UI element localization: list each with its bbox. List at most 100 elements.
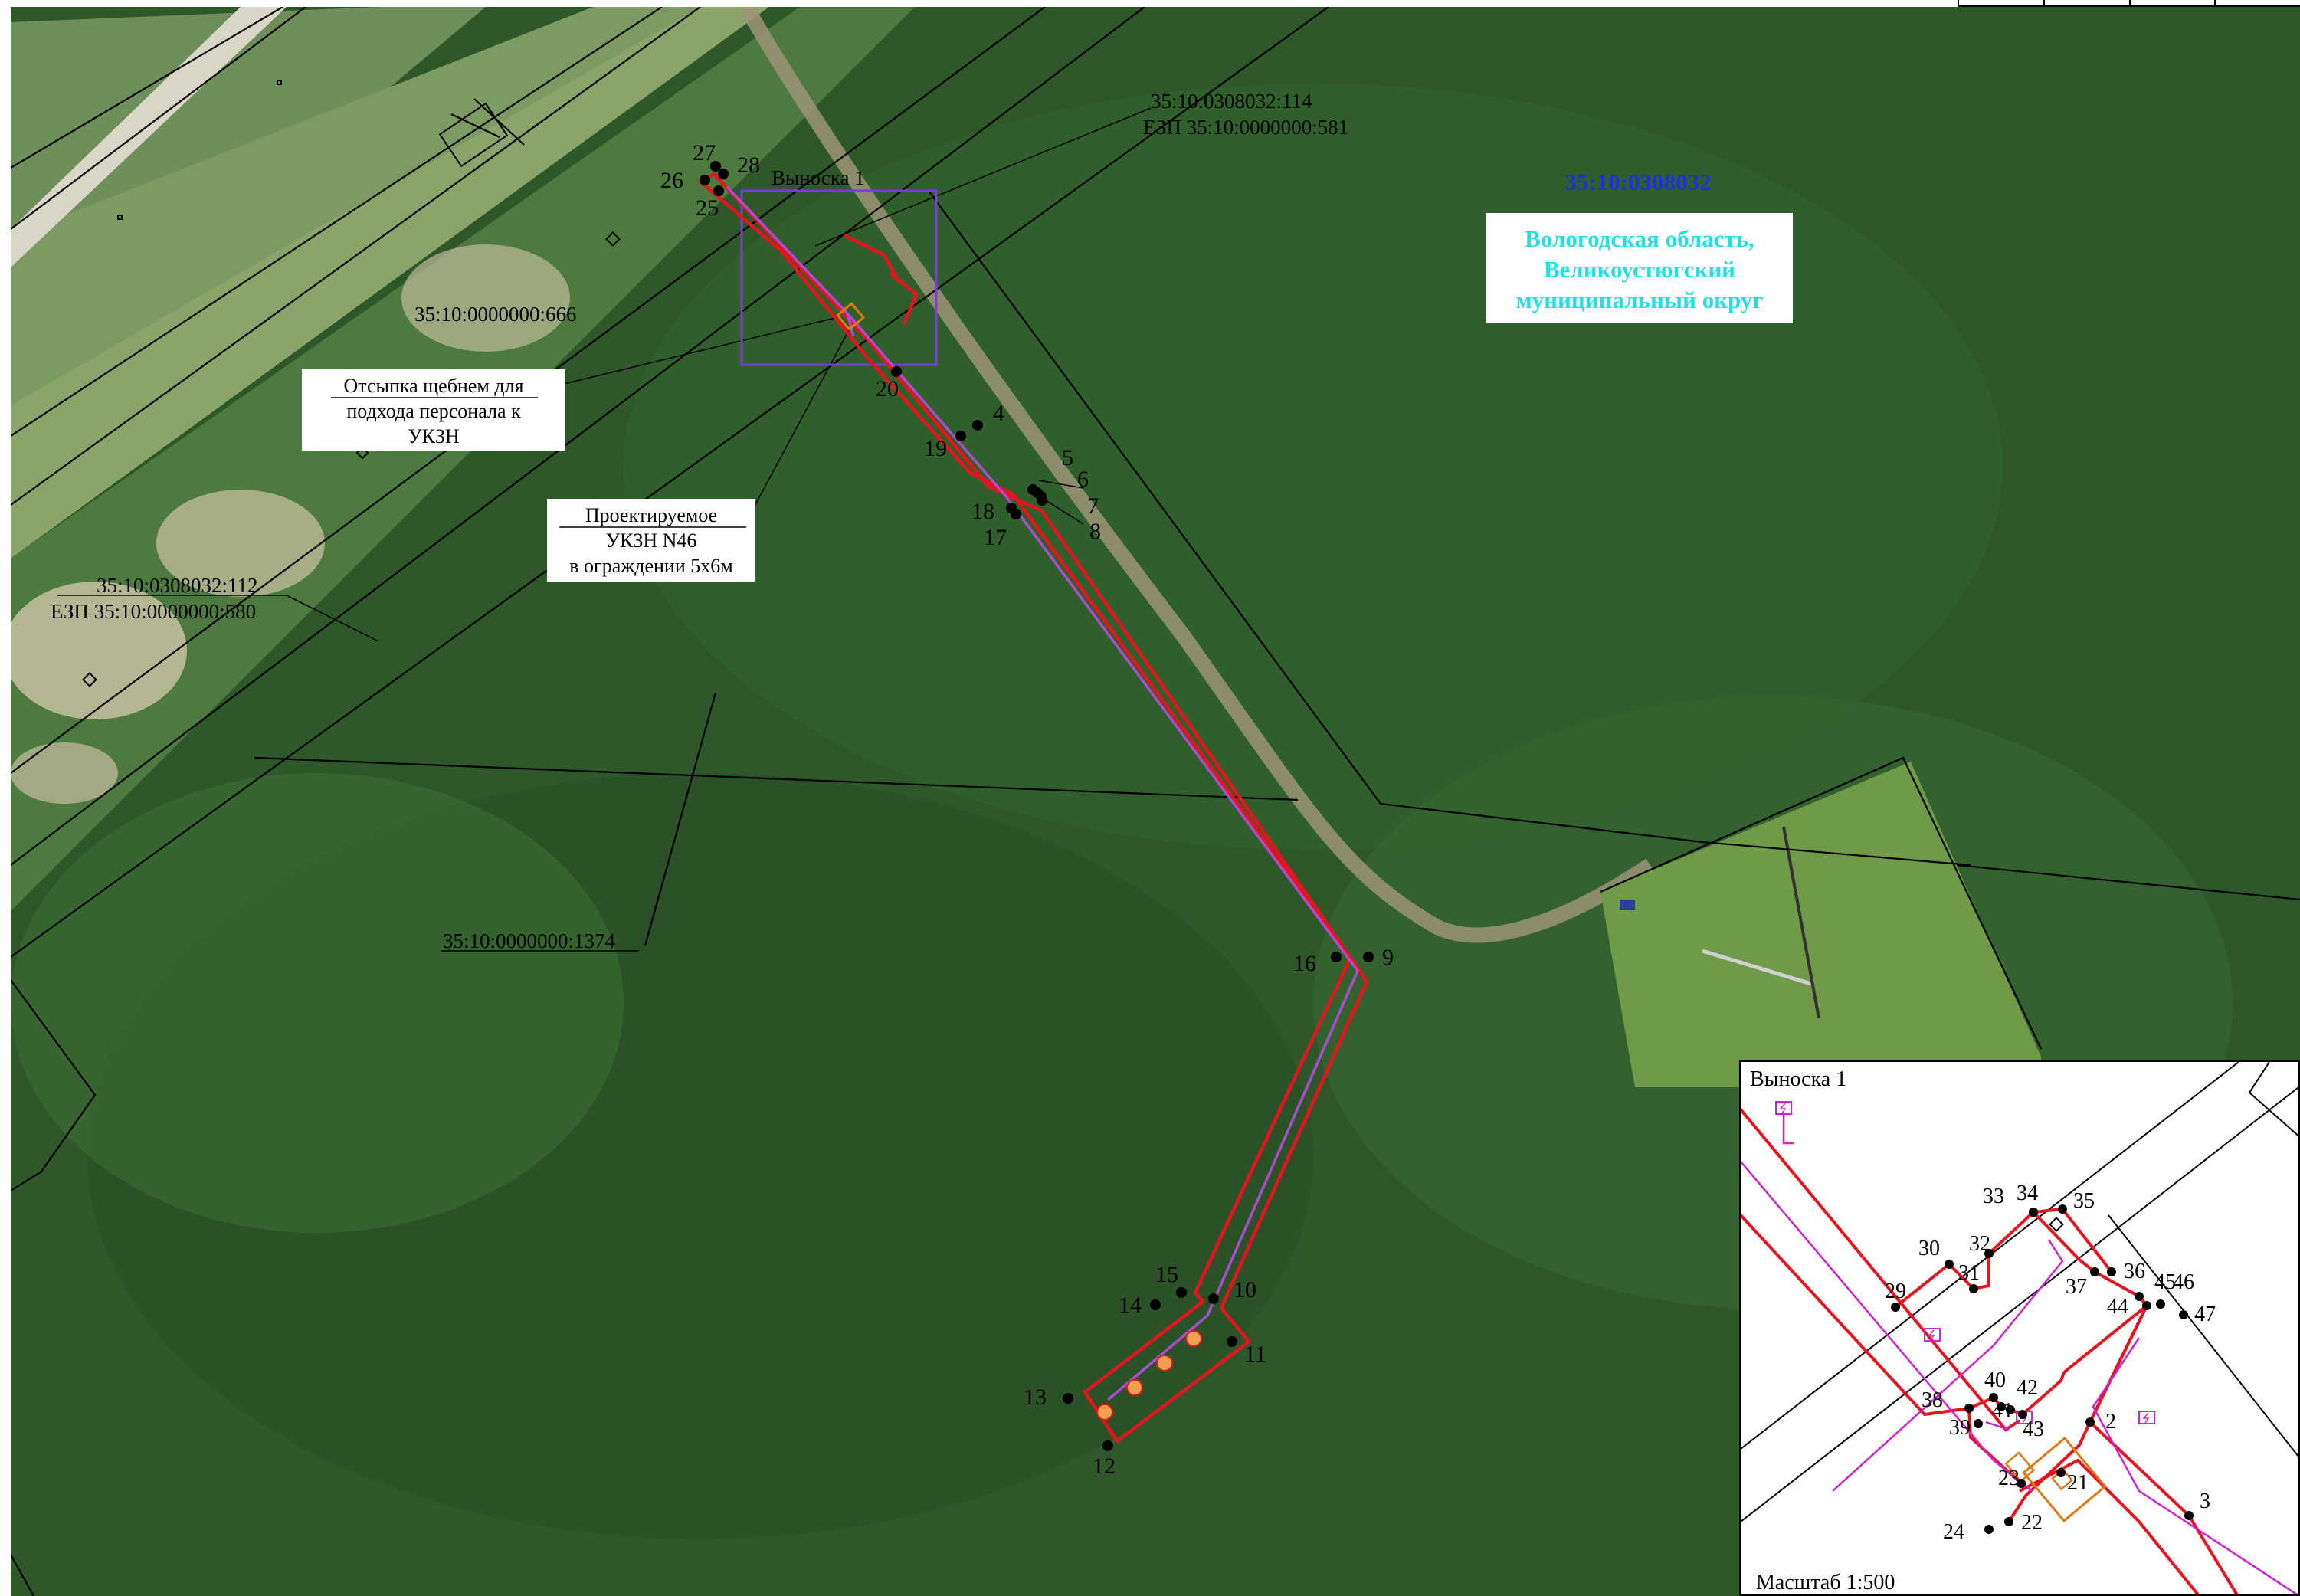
region-line-1: Вологодская область, [1525, 225, 1754, 252]
point-marker-icon [1945, 1260, 1954, 1269]
point-marker-icon [1037, 495, 1047, 506]
point-label: 16 [1293, 951, 1316, 976]
point-marker-icon [1984, 1249, 1994, 1258]
point-marker-icon [2018, 1410, 2027, 1419]
point-marker-icon [2017, 1479, 2026, 1488]
point-marker-icon [2056, 1468, 2066, 1477]
point-label: 26 [660, 168, 683, 193]
point-label: 18 [971, 499, 994, 524]
inset-point-label: 40 [1984, 1368, 2006, 1392]
inset-point-label: 23 [1998, 1467, 2020, 1490]
region-line-2: Великоустюгский [1544, 256, 1735, 283]
point-marker-icon [710, 161, 721, 172]
main-point-markers [700, 161, 1374, 1451]
inset-point-label: 30 [1918, 1237, 1940, 1260]
satellite-map[interactable]: 35:10:0308032 Вологодская область, Велик… [11, 7, 2300, 1596]
anode-icon [1096, 1404, 1113, 1421]
inset-point-label: 33 [1983, 1185, 2004, 1208]
lightning-icon [1924, 1328, 1941, 1342]
parcel-label: 35:10:0308032:114 [1151, 90, 1312, 113]
gravel-callout-box [302, 369, 565, 451]
point-marker-icon [1997, 1402, 2006, 1411]
point-label: 20 [876, 376, 899, 401]
inset-title: Выноска 1 [1750, 1067, 1846, 1091]
title-block-strip [1958, 0, 2300, 7]
inset-point-label: 21 [2067, 1471, 2089, 1495]
point-marker-icon [1227, 1336, 1237, 1347]
point-marker-icon [2142, 1301, 2151, 1310]
point-marker-icon [1964, 1404, 1974, 1413]
inset-point-label: 3 [2200, 1489, 2210, 1513]
inset-point-label: 43 [2023, 1417, 2044, 1441]
inset-point-label: 36 [2124, 1260, 2145, 1283]
parcel-label: 35:10:0000000:1374 [443, 929, 616, 952]
inset-point-label: 32 [1969, 1232, 1990, 1256]
point-marker-icon [972, 420, 983, 431]
parcel-label: ЕЗП 35:10:0000000:580 [51, 600, 256, 623]
inset-point-label: 31 [1958, 1261, 1980, 1285]
gravel-callout-line: УКЗН [408, 425, 460, 447]
point-marker-icon [2107, 1267, 2116, 1276]
easement-boundary [697, 172, 1369, 1444]
inset-point-label: 34 [2017, 1181, 2038, 1205]
point-marker-icon [955, 431, 966, 441]
point-label: 5 [1062, 445, 1073, 470]
inset-point-label: 2 [2105, 1410, 2116, 1434]
point-marker-icon [2006, 1405, 2015, 1414]
point-marker-icon [2156, 1299, 2165, 1309]
lightning-icon [1775, 1101, 1792, 1115]
point-marker-icon [1984, 1525, 1994, 1534]
station-marker [835, 301, 866, 332]
inset-point-label: 47 [2194, 1303, 2216, 1326]
point-marker-icon [1891, 1303, 1900, 1312]
parcel-label: ЕЗП 35:10:0000000:581 [1143, 116, 1348, 139]
callout-label: Выноска 1 [772, 166, 865, 189]
point-marker-icon [2090, 1267, 2099, 1276]
point-marker-icon [718, 169, 729, 179]
point-label: 7 [1087, 493, 1099, 519]
pipeline-route [726, 185, 1360, 1401]
block-number: 35:10:0308032 [1564, 169, 1711, 195]
lightning-icon [2138, 1411, 2155, 1424]
point-marker-icon [1969, 1284, 1978, 1293]
point-marker-icon [1176, 1287, 1187, 1298]
inset-point-label: 37 [2066, 1275, 2087, 1299]
point-marker-icon [1363, 952, 1374, 962]
point-label: 4 [993, 401, 1004, 426]
inset-point-label: 44 [2107, 1295, 2128, 1319]
point-label: 19 [924, 436, 947, 461]
station-callout-line: в ограждении 5х6м [569, 555, 732, 577]
point-marker-icon [713, 185, 724, 196]
point-label: 28 [737, 152, 760, 178]
anode-group [1096, 1330, 1202, 1421]
anode-icon [1156, 1355, 1173, 1372]
point-marker-icon [1102, 1440, 1113, 1451]
point-marker-icon [1150, 1299, 1161, 1310]
station-callout-line: Проектируемое [585, 504, 717, 526]
point-marker-icon [2004, 1517, 2013, 1526]
point-label: 25 [696, 195, 719, 221]
building-marker [1620, 900, 1635, 910]
inset-point-label: 45 [2154, 1270, 2176, 1294]
inset-point-label: 24 [1943, 1520, 1964, 1544]
point-label: 12 [1093, 1453, 1116, 1479]
point-label: 15 [1155, 1262, 1178, 1287]
callout-frame[interactable] [740, 189, 938, 366]
inset-point-label: 29 [1885, 1280, 1906, 1303]
point-label: 17 [984, 525, 1007, 550]
point-marker-icon [2135, 1292, 2144, 1301]
inset-scale: Масштаб 1:500 [1756, 1571, 1895, 1594]
point-marker-icon [1974, 1419, 1983, 1428]
point-label: 13 [1024, 1385, 1047, 1410]
point-marker-icon [700, 175, 710, 185]
anode-icon [1185, 1330, 1202, 1347]
point-label: 8 [1089, 519, 1101, 544]
inset-boundary [1741, 1108, 2239, 1594]
point-marker-icon [2179, 1310, 2188, 1319]
region-box [1486, 213, 1793, 323]
point-label: 14 [1119, 1293, 1142, 1318]
point-marker-icon [891, 366, 902, 377]
